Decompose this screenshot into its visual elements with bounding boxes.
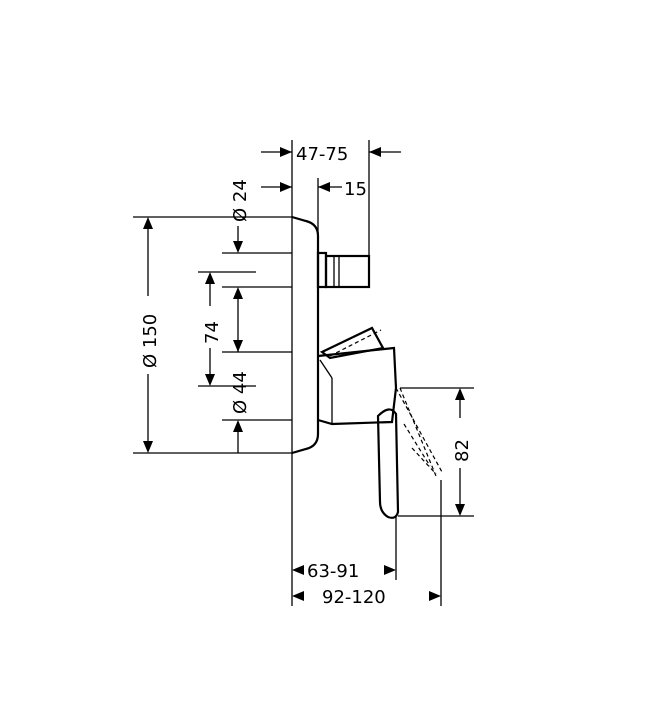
dim-74	[198, 271, 256, 387]
dim-dia-44	[222, 340, 292, 453]
diverter-knob	[319, 326, 385, 360]
dim-74-label: 74	[202, 321, 223, 344]
spout-connector	[316, 251, 371, 289]
dim-dia-150	[133, 216, 292, 454]
dim-dia-24-label: Ø 24	[230, 179, 251, 222]
mixer-body	[317, 346, 398, 426]
wall-plate	[291, 215, 320, 455]
dim-15	[261, 178, 342, 253]
lever-handle	[376, 408, 400, 519]
dim-63-91-label: 63-91	[307, 561, 359, 582]
lever-swing-range	[395, 387, 443, 477]
dim-82-label: 82	[452, 439, 473, 462]
dim-15-label: 15	[344, 179, 367, 200]
dim-92-120	[292, 480, 442, 606]
dim-63-91	[291, 453, 397, 606]
dim-82	[398, 387, 474, 517]
dim-dia-24	[222, 226, 292, 352]
dim-47-75	[261, 140, 401, 256]
dim-dia-150-label: Ø 150	[140, 314, 161, 368]
dim-92-120-label: 92-120	[322, 587, 386, 608]
dim-47-75-label: 47-75	[296, 144, 348, 165]
dim-dia-44-label: Ø 44	[230, 371, 251, 414]
